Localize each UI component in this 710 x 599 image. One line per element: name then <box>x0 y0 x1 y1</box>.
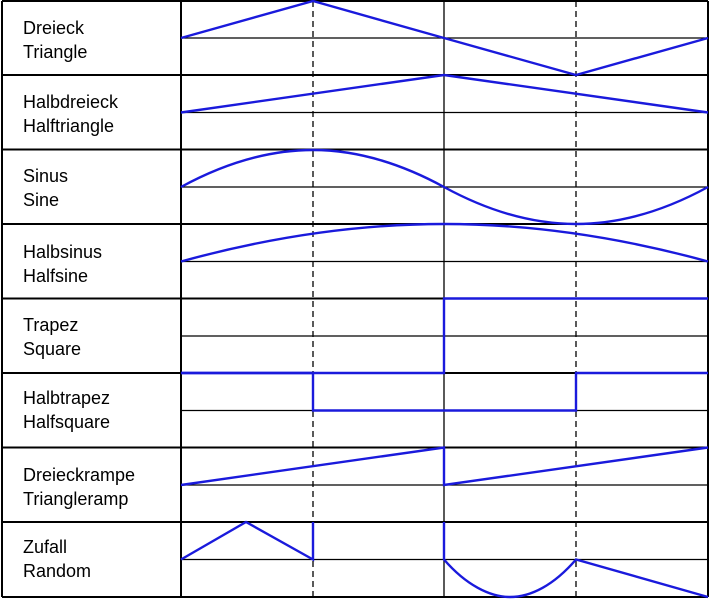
triangleramp-wave <box>180 446 709 487</box>
row-label-en: Sine <box>23 190 59 210</box>
row-label-de: Dreieckrampe <box>23 465 135 485</box>
halfsine-wave <box>180 222 709 263</box>
row-label-de: Zufall <box>23 537 67 557</box>
row-label-de: Halbsinus <box>23 242 102 262</box>
row-label-de: Halbtrapez <box>23 388 110 408</box>
random-wave-part-1 <box>180 520 315 562</box>
waveforms <box>180 0 709 599</box>
row-label-de: Dreieck <box>23 18 85 38</box>
sine-wave <box>180 148 709 226</box>
row-label-en: Halfsquare <box>23 412 110 432</box>
random-wave-part-2 <box>442 522 709 599</box>
row-label-de: Halbdreieck <box>23 92 119 112</box>
row-label-en: Triangleramp <box>23 489 128 509</box>
row-label-de: Trapez <box>23 315 78 335</box>
row-label-en: Triangle <box>23 42 87 62</box>
row-label-en: Halfsine <box>23 266 88 286</box>
row-labels: Dreieck Triangle Halbdreieck Halftriangl… <box>23 18 135 581</box>
halftriangle-wave <box>180 73 709 114</box>
row-label-de: Sinus <box>23 166 68 186</box>
row-label-en: Square <box>23 339 81 359</box>
halfsquare-wave <box>181 371 708 412</box>
row-label-en: Random <box>23 561 91 581</box>
row-label-en: Halftriangle <box>23 116 114 136</box>
triangle-wave <box>180 0 709 77</box>
